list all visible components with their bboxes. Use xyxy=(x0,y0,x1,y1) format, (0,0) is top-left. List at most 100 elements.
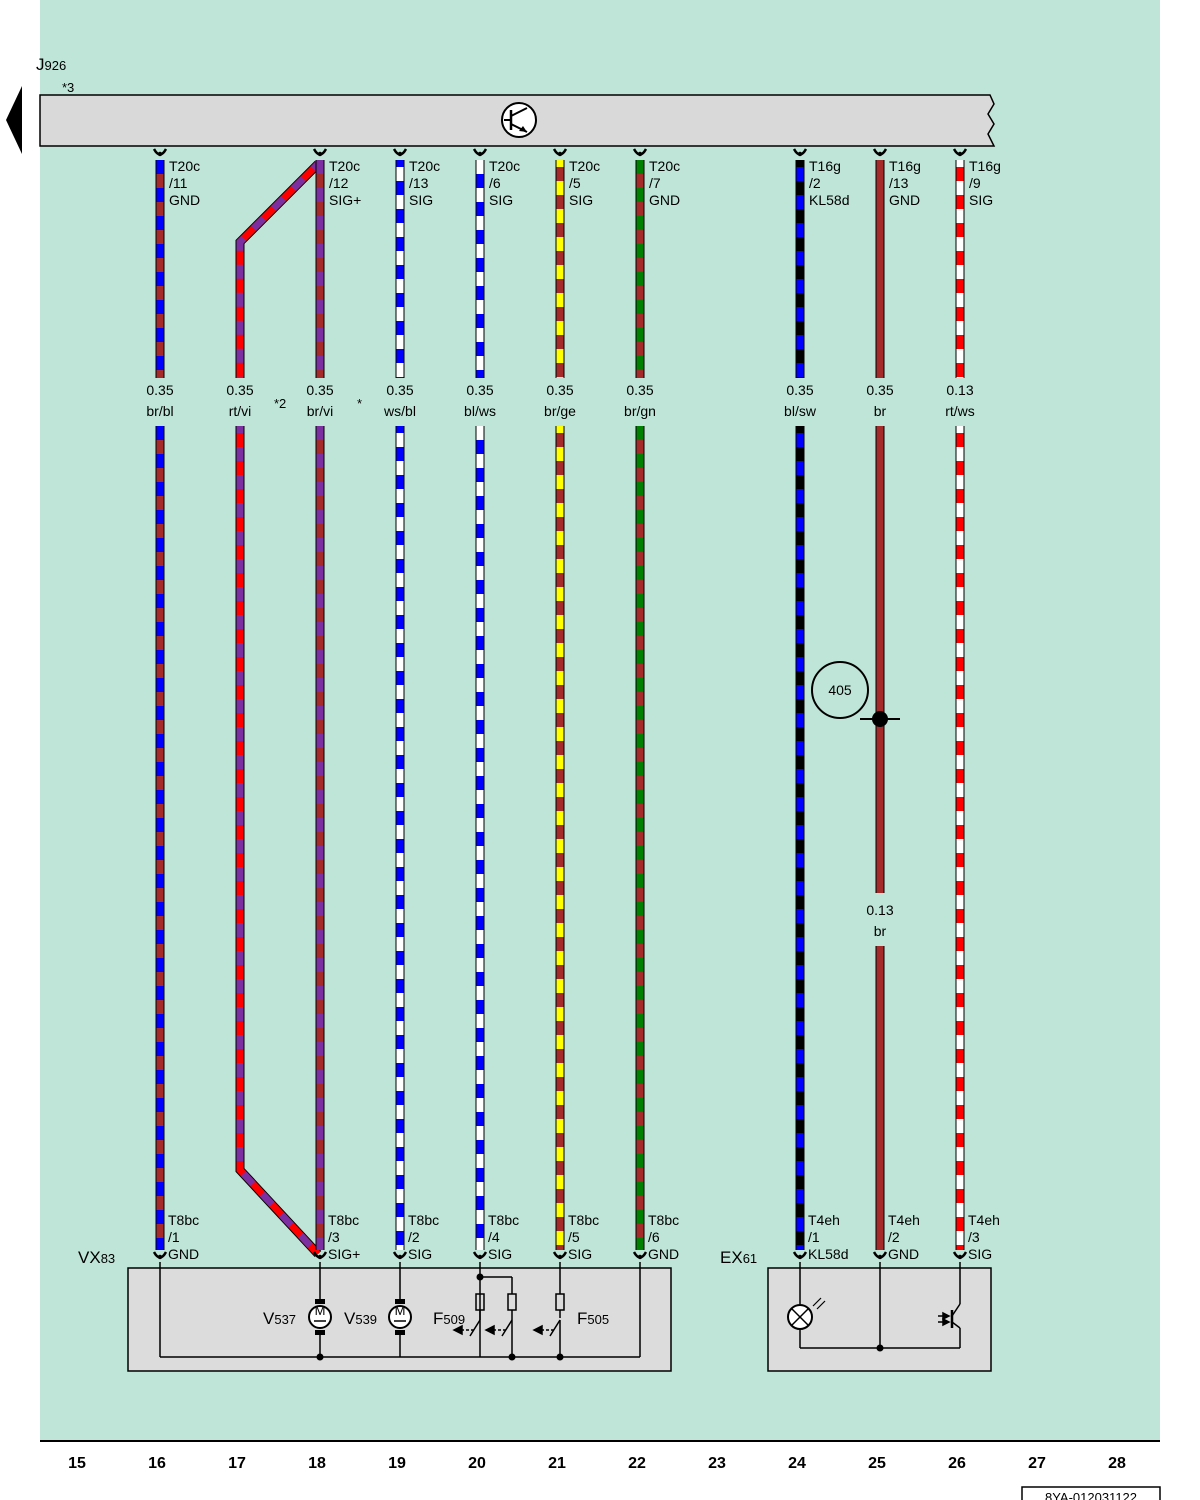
bottom-pin-6-line-2: GND xyxy=(648,1246,679,1262)
top-pin-icon xyxy=(392,148,408,157)
bottom-pin-3-line-2: SIG xyxy=(408,1246,432,1262)
top-pin-icon xyxy=(152,148,168,157)
column-number: 16 xyxy=(148,1455,166,1472)
top-pin-7-line-2: KL58d xyxy=(809,192,849,208)
wire-color-code: br/gn xyxy=(624,403,656,419)
wire-gauge: 0.35 xyxy=(386,382,413,398)
bottom-pin-8-line-1: /2 xyxy=(888,1229,900,1245)
column-number: 22 xyxy=(628,1455,646,1472)
top-pin-7-line-1: /2 xyxy=(809,175,821,191)
wire-note-star: * xyxy=(357,396,362,411)
wire-color-code: rt/ws xyxy=(945,403,975,419)
wire-color-code: br/ge xyxy=(544,403,576,419)
ex61-label: EX61 xyxy=(720,1248,757,1267)
bottom-pin-icon xyxy=(872,1251,888,1260)
top-pin-4-line-1: /6 xyxy=(489,175,501,191)
phototransistor-icon xyxy=(938,1310,954,1328)
top-pin-6-line-0: T20c xyxy=(649,158,680,174)
bottom-pin-4-line-0: T8bc xyxy=(488,1212,519,1228)
splice-label: 405 xyxy=(828,682,852,698)
wire-gauge: 0.35 xyxy=(226,382,253,398)
top-pin-3-line-1: /13 xyxy=(409,175,429,191)
bottom-pin-6-line-1: /6 xyxy=(648,1229,660,1245)
column-number: 28 xyxy=(1108,1455,1126,1472)
f505-label: F505 xyxy=(577,1309,609,1328)
labels-layer: 0.35br/blT20c/11GNDT8bc/1GND0.35rt/vi0.3… xyxy=(146,158,1001,1262)
wire-color-code: br/bl xyxy=(146,403,173,419)
ex61-junction xyxy=(876,1344,884,1352)
top-pin-2-line-1: /12 xyxy=(329,175,349,191)
wire-color-code: bl/sw xyxy=(784,403,817,419)
bottom-pin-9-line-0: T4eh xyxy=(968,1212,1000,1228)
top-pin-2-line-0: T20c xyxy=(329,158,360,174)
wire-note-2: *2 xyxy=(274,396,286,411)
switch-f509-icon xyxy=(452,1310,513,1337)
top-pin-9-line-2: SIG xyxy=(969,192,993,208)
top-pin-9-line-1: /9 xyxy=(969,175,981,191)
svg-text:M: M xyxy=(315,1303,326,1318)
bottom-pin-2-line-0: T8bc xyxy=(328,1212,359,1228)
top-pin-3-line-2: SIG xyxy=(409,192,433,208)
bottom-pin-icon xyxy=(392,1251,408,1260)
bottom-pin-8-line-2: GND xyxy=(888,1246,919,1262)
bottom-pin-5-line-2: SIG xyxy=(568,1246,592,1262)
wire-rt-vi-1 xyxy=(235,160,322,1258)
bottom-pin-icon xyxy=(152,1251,168,1260)
bottom-pin-0-line-2: GND xyxy=(168,1246,199,1262)
top-pin-icon xyxy=(632,148,648,157)
top-pin-9-line-0: T16g xyxy=(969,158,1001,174)
top-pin-0-line-2: GND xyxy=(169,192,200,208)
bottom-pin-icon xyxy=(312,1251,328,1260)
wire-gauge: 0.35 xyxy=(466,382,493,398)
top-pin-5-line-2: SIG xyxy=(569,192,593,208)
switch-f505-icon xyxy=(532,1310,561,1337)
bottom-pin-icon xyxy=(472,1251,488,1260)
transistor-icon xyxy=(501,102,537,138)
top-pin-0-line-1: /11 xyxy=(169,175,188,191)
column-number: 27 xyxy=(1028,1455,1046,1472)
bottom-pin-icon xyxy=(632,1251,648,1260)
column-number: 21 xyxy=(548,1455,566,1472)
v537-label: V537 xyxy=(263,1309,296,1328)
column-number: 19 xyxy=(388,1455,406,1472)
bottom-pin-7-line-2: KL58d xyxy=(808,1246,848,1262)
wire-color-code: ws/bl xyxy=(383,403,416,419)
column-number: 15 xyxy=(68,1455,86,1472)
lamp-icon xyxy=(787,1297,826,1330)
top-pin-icon xyxy=(792,148,808,157)
column-number: 17 xyxy=(228,1455,246,1472)
column-number: 24 xyxy=(788,1455,806,1472)
top-pin-8-line-2: GND xyxy=(889,192,920,208)
top-pin-icon xyxy=(952,148,968,157)
top-pin-2-line-2: SIG+ xyxy=(329,192,361,208)
svg-text:M: M xyxy=(395,1303,406,1318)
top-pin-icon xyxy=(312,148,328,157)
bottom-pin-5-line-0: T8bc xyxy=(568,1212,599,1228)
bottom-pin-2-line-1: /3 xyxy=(328,1229,340,1245)
bottom-pin-icon xyxy=(792,1251,808,1260)
top-pin-5-line-0: T20c xyxy=(569,158,600,174)
previous-page-arrow[interactable] xyxy=(6,86,22,154)
column-number: 18 xyxy=(308,1455,326,1472)
top-pin-icon xyxy=(552,148,568,157)
bottom-pin-3-line-1: /2 xyxy=(408,1229,420,1245)
bottom-pin-icon xyxy=(952,1251,968,1260)
splice-405: 405 xyxy=(811,661,900,727)
top-pin-8-line-1: /13 xyxy=(889,175,909,191)
bottom-pin-4-line-2: SIG xyxy=(488,1246,512,1262)
top-pin-8-line-0: T16g xyxy=(889,158,921,174)
wire-gauge: 0.13 xyxy=(946,382,973,398)
wire-gauge: 0.35 xyxy=(546,382,573,398)
wire-color-code: bl/ws xyxy=(464,403,496,419)
wire-color-code: br/vi xyxy=(307,403,333,419)
bottom-pin-7-line-1: /1 xyxy=(808,1229,820,1245)
top-pin-icon xyxy=(472,148,488,157)
vx83-junctions xyxy=(316,1273,564,1361)
bottom-pin-4-line-1: /4 xyxy=(488,1229,500,1245)
wire-gauge: 0.35 xyxy=(786,382,813,398)
bottom-pin-3-line-0: T8bc xyxy=(408,1212,439,1228)
column-number: 25 xyxy=(868,1455,886,1472)
bottom-pin-9-line-2: SIG xyxy=(968,1246,992,1262)
